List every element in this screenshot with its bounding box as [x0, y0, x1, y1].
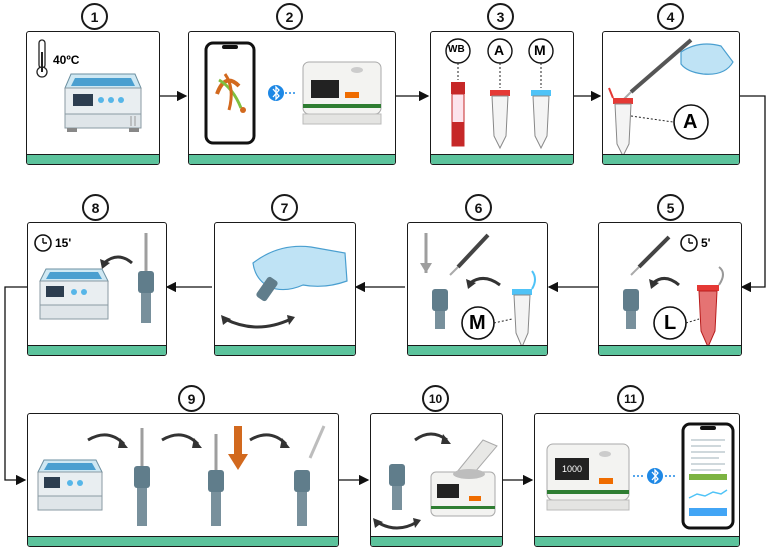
smartphone [204, 41, 256, 145]
step-4-number: 4 [657, 3, 684, 30]
thermocycler-device [64, 73, 142, 132]
step-3-panel: WB A M [430, 31, 574, 165]
step-1-number: 1 [81, 3, 108, 30]
rotate-column-illustration [221, 245, 348, 329]
arrow-8-9 [4, 286, 27, 486]
step-6-accent-bar [408, 345, 547, 355]
gloved-hand [252, 245, 348, 291]
tube-m [531, 90, 551, 150]
sample-column [134, 428, 150, 526]
time-8-label: 15' [55, 236, 72, 250]
pipette [630, 235, 671, 276]
arrow-4-5 [740, 95, 766, 293]
tube-m-label: M [534, 42, 546, 58]
sample-column [432, 289, 448, 329]
tube-a [490, 90, 510, 150]
clock-icon [680, 234, 698, 252]
step-3-accent-bar [431, 154, 573, 164]
step-7-number: 7 [271, 194, 298, 221]
step-5-panel: 5' L [598, 222, 742, 356]
thermometer-icon [36, 39, 48, 78]
plunger-rod [420, 233, 432, 273]
step-11-accent-bar [535, 536, 739, 546]
step-1-panel: 40ºC [26, 31, 160, 165]
clock-icon [34, 234, 52, 252]
centrifuge-illustration [373, 432, 498, 530]
centrifuge-device [430, 439, 498, 517]
step-5-accent-bar [599, 345, 741, 355]
gloved-hand [680, 43, 734, 75]
step-4-panel: A [602, 31, 740, 165]
tube-wb-label: WB [448, 44, 465, 55]
tube-a [608, 87, 633, 158]
step-6-panel: M [407, 222, 548, 356]
step-2-number: 2 [276, 3, 303, 30]
step-10-panel [370, 413, 503, 547]
time-5-label: 5' [701, 236, 711, 250]
step-1-accent-bar [27, 154, 159, 164]
bluetooth-icon [647, 468, 663, 484]
pipette [622, 38, 693, 101]
step-9-accent-bar [28, 536, 338, 546]
reagent-a-label: A [683, 111, 698, 133]
step-7-accent-bar [215, 345, 355, 355]
thermocycler-device [37, 459, 103, 511]
step-2-panel [188, 31, 396, 165]
reader-and-phone-illustration [546, 422, 735, 530]
thermocycler-device [39, 268, 109, 320]
reader-device [546, 443, 630, 511]
tube-m [512, 270, 536, 349]
step-9-number: 9 [178, 385, 205, 412]
sample-column [208, 434, 224, 526]
tubes-illustration [445, 38, 554, 150]
bluetooth-icon [268, 85, 284, 101]
reader-device [302, 61, 382, 125]
tube-a-label: A [494, 42, 505, 58]
step-6-number: 6 [465, 194, 492, 221]
reagent-l-label: L [664, 312, 677, 334]
pipetting-illustration [608, 38, 734, 158]
tube-l [697, 266, 724, 349]
step-10-number: 10 [422, 385, 449, 412]
reagent-m-label: M [469, 312, 486, 334]
heat-and-press-illustration [37, 425, 326, 526]
step-3-number: 3 [487, 3, 514, 30]
step-8-panel: 15' [27, 222, 167, 356]
phone-and-reader-illustration [204, 41, 382, 145]
step-2-accent-bar [189, 154, 395, 164]
incubate-illustration [34, 233, 154, 323]
step-5-number: 5 [657, 194, 684, 221]
blood-tube [451, 82, 465, 147]
sample-column [623, 289, 639, 329]
step-11-panel: 1000 [534, 413, 740, 547]
mix-illustration [420, 233, 536, 349]
step-9-panel [27, 413, 339, 547]
sample-column [138, 233, 154, 323]
thermocycler-illustration [36, 39, 142, 132]
step-8-number: 8 [82, 194, 109, 221]
step-7-panel [214, 222, 356, 356]
lysis-illustration [623, 234, 724, 349]
device-readout: 1000 [561, 464, 583, 474]
step-10-accent-bar [371, 536, 502, 546]
press-down-arrow [228, 426, 248, 470]
step-4-accent-bar [603, 154, 739, 164]
sample-column [389, 464, 405, 510]
temperature-label: 40ºC [53, 53, 80, 67]
pipette [449, 233, 490, 276]
sample-column [294, 425, 326, 526]
smartphone [681, 422, 735, 530]
step-11-number: 11 [617, 385, 644, 412]
step-8-accent-bar [28, 345, 166, 355]
sample-column [256, 276, 278, 302]
